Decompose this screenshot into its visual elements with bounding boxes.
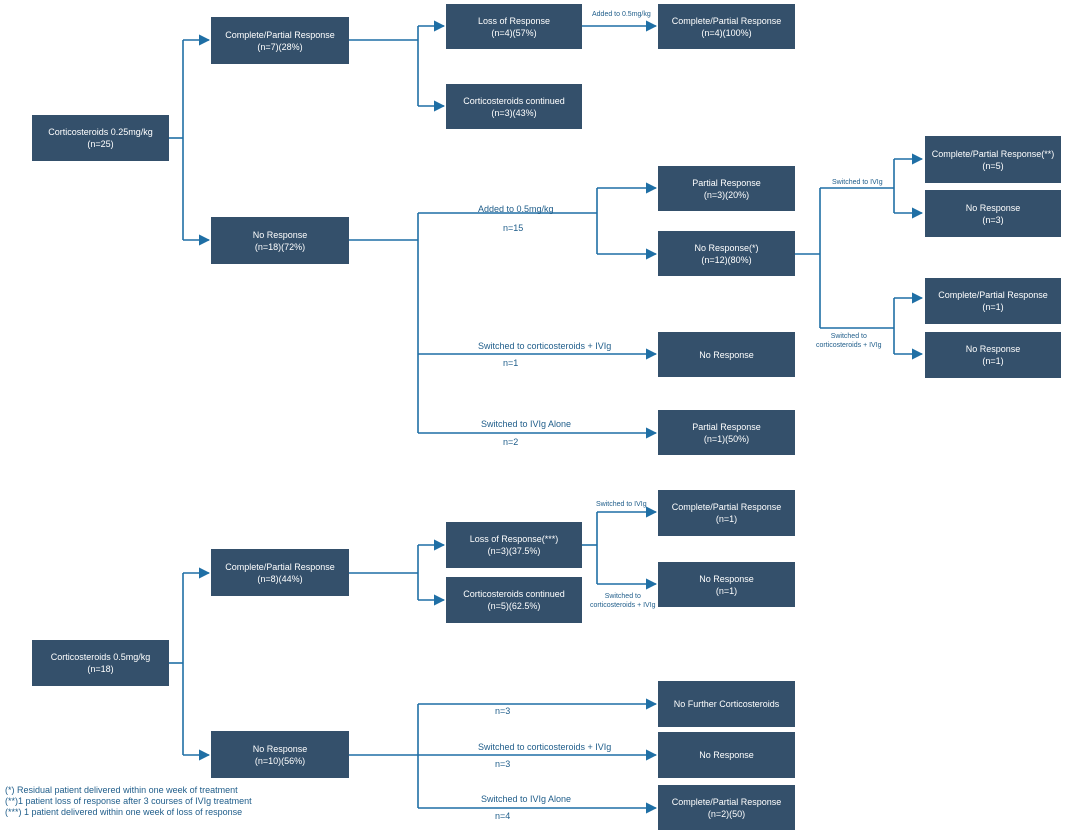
label-switched-ivig-alone: Switched to IVIg Alone — [481, 419, 572, 429]
label-switched-ivig-b: Switched to IVIg — [596, 501, 647, 508]
label-switched-cs-ivig-a: Switched to corticosteroids + IVIg — [816, 333, 882, 349]
node-root-05: Corticosteroids 0.5mg/kg(n=18) — [32, 640, 169, 686]
node-b-complete-partial-2: Complete/Partial Response(n=2)(50) — [658, 785, 795, 830]
node-a-complete-partial-5: Complete/Partial Response(**)(n=5) — [925, 136, 1061, 183]
label-n3a: n=3 — [495, 706, 511, 716]
node-a-no-response-star: No Response(*)(n=12)(80%) — [658, 231, 795, 276]
node-b-loss-of-response: Loss of Response(***)(n=3)(37.5%) — [446, 522, 582, 568]
node-a-loss-complete-partial: Complete/Partial Response(n=4)(100%) — [658, 4, 795, 49]
node-a-partial-response-ivig: Partial Response(n=1)(50%) — [658, 410, 795, 455]
label-switched-ivig-alone-b: Switched to IVIg Alone — [481, 794, 572, 804]
footnotes: (*) Residual patient delivered within on… — [5, 785, 252, 818]
node-b-complete-partial-1: Complete/Partial Response(n=1) — [658, 490, 795, 536]
node-a-no-response-3: No Response(n=3) — [925, 190, 1061, 237]
node-a-complete-partial: Complete/Partial Response(n=7)(28%) — [211, 17, 349, 64]
footnote-3: (***) 1 patient delivered within one wee… — [5, 807, 243, 817]
label-added-to-05-small: Added to 0.5mg/kg — [592, 11, 651, 18]
label-switched-cs-ivig-b: Switched to corticosteroids + IVIg — [590, 593, 656, 609]
node-b-corticosteroids-continued: Corticosteroids continued(n=5)(62.5%) — [446, 577, 582, 623]
node-b-no-response-1: No Response(n=1) — [658, 562, 795, 607]
node-a-complete-partial-1: Complete/Partial Response(n=1) — [925, 278, 1061, 324]
label-n2: n=2 — [503, 437, 519, 447]
label-n4: n=4 — [495, 811, 511, 821]
node-a-no-response-cs-ivig: No Response — [658, 332, 795, 377]
node-a-no-response-1: No Response(n=1) — [925, 332, 1061, 378]
label-switched-ivig-a: Switched to IVIg — [832, 179, 883, 186]
footnote-2: (**)1 patient loss of response after 3 c… — [5, 796, 252, 806]
node-a-partial-response: Partial Response(n=3)(20%) — [658, 166, 795, 211]
label-n1: n=1 — [503, 358, 519, 368]
node-b-no-response: No Response(n=10)(56%) — [211, 731, 349, 778]
node-a-no-response: No Response(n=18)(72%) — [211, 217, 349, 264]
node-b-complete-partial: Complete/Partial Response(n=8)(44%) — [211, 549, 349, 596]
label-n3b: n=3 — [495, 759, 511, 769]
label-added-to-05: Added to 0.5mg/kg — [478, 204, 554, 214]
label-n15: n=15 — [503, 223, 524, 233]
footnote-1: (*) Residual patient delivered within on… — [5, 785, 238, 795]
label-switched-cs-ivig-b2: Switched to corticosteroids + IVIg — [478, 742, 612, 752]
node-a-loss-of-response: Loss of Response(n=4)(57%) — [446, 4, 582, 49]
node-b-no-further-corticosteroids: No Further Corticosteroids — [658, 681, 795, 727]
node-b-no-response-cs-ivig: No Response — [658, 732, 795, 778]
label-switched-cs-ivig-mid: Switched to corticosteroids + IVIg — [478, 341, 612, 351]
node-a-corticosteroids-continued: Corticosteroids continued(n=3)(43%) — [446, 84, 582, 129]
node-root-025: Corticosteroids 0.25mg/kg(n=25) — [32, 115, 169, 161]
